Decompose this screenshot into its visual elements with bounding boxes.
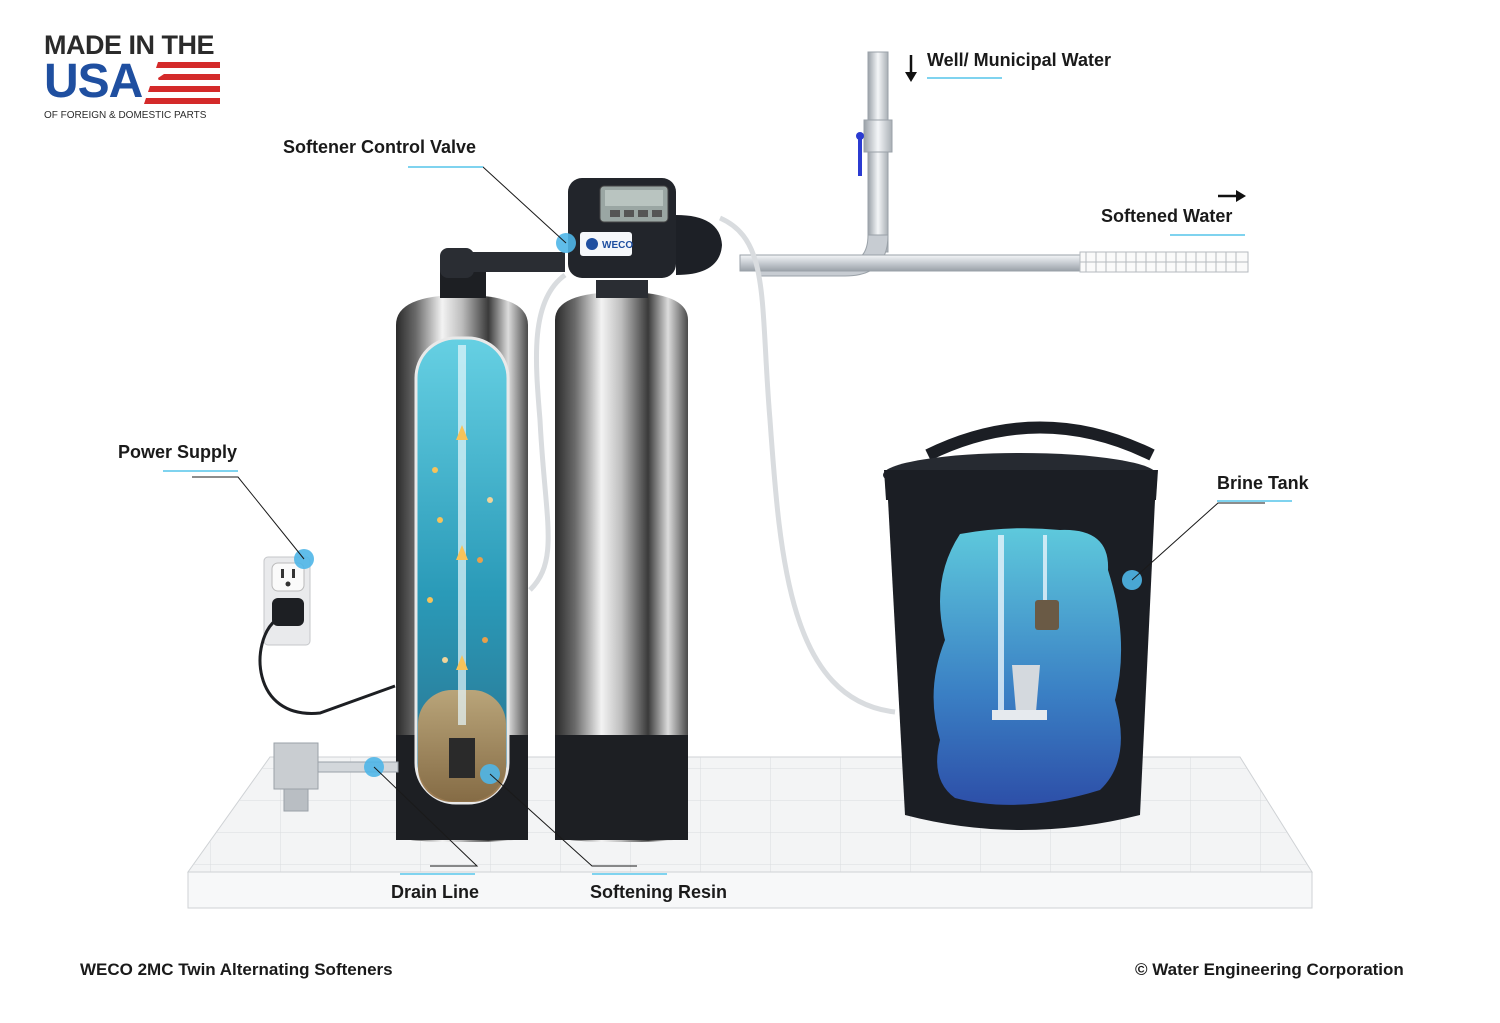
power-outlet-icon — [258, 556, 396, 715]
underline-drain-line — [400, 873, 475, 875]
leader-control-valve — [410, 166, 567, 244]
right-resin-tank — [555, 280, 688, 842]
brine-tank — [883, 421, 1158, 830]
down-arrow-icon — [905, 55, 917, 82]
logo-line2: USA — [44, 55, 143, 108]
right-arrow-icon — [1218, 190, 1246, 202]
tank-link-hose — [528, 272, 567, 592]
inlet-pipe — [759, 51, 893, 277]
leader-drain-line — [373, 766, 479, 867]
shutoff-valve-icon — [856, 132, 864, 140]
underline-brine-tank — [1217, 500, 1292, 502]
left-tank-head — [440, 248, 565, 298]
floor-drain-icon — [273, 742, 399, 812]
valve-brand-label: WECO — [602, 240, 633, 251]
logo-line3: OF FOREIGN & DOMESTIC PARTS — [44, 110, 207, 121]
floor-platform — [187, 756, 1313, 909]
underline-softened-water — [1170, 234, 1245, 236]
label-control-valve: Softener Control Valve — [283, 137, 477, 157]
brine-line-hose — [718, 215, 896, 715]
leader-power-supply — [192, 476, 305, 560]
leader-softening-resin — [489, 773, 637, 867]
copyright-caption: © Water Engineering Corporation — [1135, 960, 1404, 979]
made-in-usa-logo: MADE IN THE USA OF FOREIGN & DOMESTIC PA… — [44, 30, 224, 125]
label-drain-line: Drain Line — [391, 882, 480, 902]
label-softening-resin: Softening Resin — [590, 882, 728, 902]
leader-brine-tank — [1131, 502, 1265, 581]
outlet-pipe — [739, 251, 1249, 273]
left-resin-tank — [396, 295, 528, 842]
label-softened-water: Softened Water — [1101, 206, 1233, 226]
product-caption: WECO 2MC Twin Alternating Softeners — [80, 960, 393, 979]
softener-control-valve: WECO — [568, 178, 722, 278]
underline-control-valve — [408, 166, 483, 168]
underline-power-supply — [163, 470, 238, 472]
underline-well-water — [927, 77, 1002, 79]
logo-line1: MADE IN THE — [44, 30, 215, 60]
label-brine-tank: Brine Tank — [1217, 473, 1309, 493]
underline-softening-resin — [592, 873, 667, 875]
flag-stripes-icon — [144, 62, 220, 104]
label-power-supply: Power Supply — [118, 442, 238, 462]
label-well-water: Well/ Municipal Water — [927, 50, 1112, 70]
